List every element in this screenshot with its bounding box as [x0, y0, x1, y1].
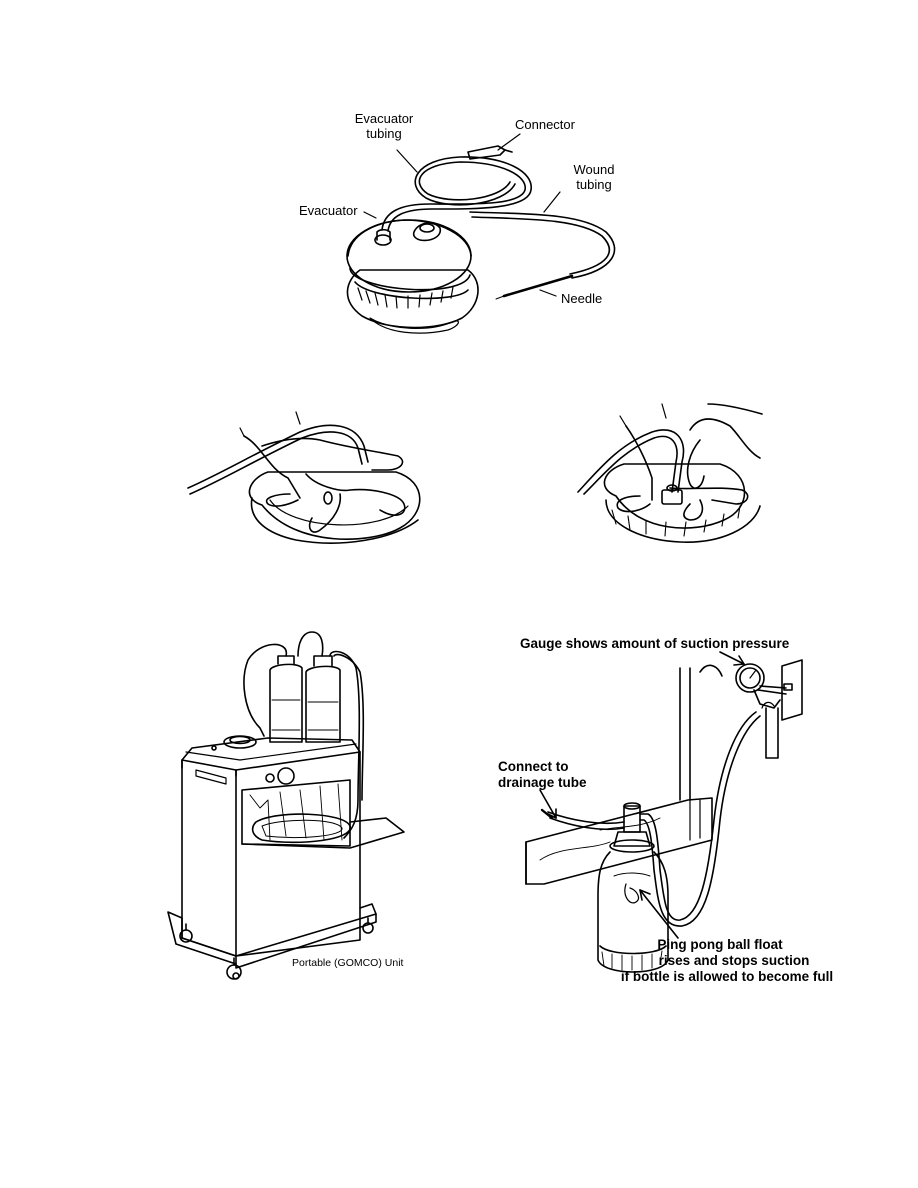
label-float-line2: rises and stops suction: [658, 953, 810, 968]
label-wound-tubing-line1: Wound: [573, 162, 615, 177]
needle: [495, 274, 574, 300]
label-float-line3: if bottle is allowed to become full: [620, 969, 834, 984]
label-wound-tubing-line2: tubing: [576, 177, 612, 192]
wall-suction-figure: [525, 651, 803, 973]
caster-wheels: [179, 917, 374, 980]
collection-bottle: [597, 802, 669, 973]
evacuator-tubing: [381, 156, 532, 232]
label-evacuator-tubing-line1: Evacuator: [354, 111, 414, 126]
suction-gauge: [735, 663, 787, 759]
collection-bottles: [269, 655, 341, 743]
bottle-tubing: [243, 631, 365, 839]
label-float-line1: Ping pong ball float: [657, 937, 783, 952]
evacuator-body: [346, 219, 479, 334]
wound-tubing: [469, 211, 616, 279]
portable-suction-unit-figure: [167, 631, 405, 980]
label-float: Ping pong ball float rises and stops suc…: [610, 937, 836, 985]
label-connector: Connector: [515, 117, 575, 132]
inserting-tubing-figure: [577, 403, 763, 543]
label-connect-drainage-line2: drainage tube: [498, 775, 587, 790]
label-evacuator: Evacuator: [299, 203, 358, 218]
label-evacuator-tubing: Evacuator tubing: [344, 111, 424, 141]
label-arrows: [539, 651, 745, 939]
suction-tubing: [639, 711, 761, 927]
hand-compressing-evacuator-figure: [187, 411, 421, 544]
label-connect-drainage: Connect to drainage tube: [498, 759, 587, 791]
caption-portable-unit: Portable (GOMCO) Unit: [292, 957, 404, 969]
label-wound-tubing: Wound tubing: [562, 162, 626, 192]
wound-evacuator-figure: [346, 133, 616, 334]
label-needle: Needle: [561, 291, 603, 306]
connector: [467, 145, 513, 160]
label-connect-drainage-line1: Connect to: [498, 759, 569, 774]
label-gauge: Gauge shows amount of suction pressure: [520, 636, 790, 651]
label-evacuator-tubing-line2: tubing: [366, 126, 402, 141]
